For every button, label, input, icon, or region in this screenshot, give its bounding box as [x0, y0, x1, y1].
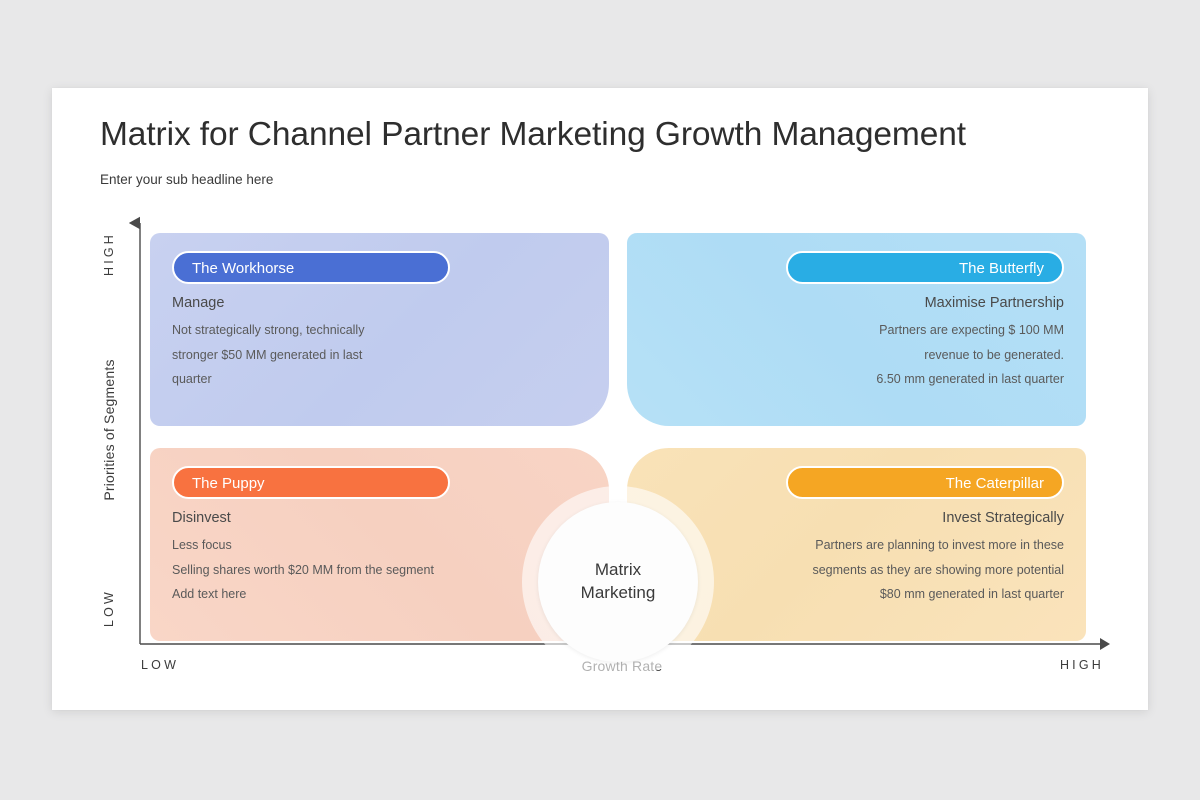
y-axis-title: Priorities of Segments	[101, 359, 117, 501]
quadrant-body-line: Selling shares worth $20 MM from the seg…	[172, 562, 434, 577]
quadrant-body-line: $80 mm generated in last quarter	[879, 586, 1064, 601]
page-title: Matrix for Channel Partner Marketing Gro…	[100, 116, 966, 153]
quadrant-grid: The Workhorse Manage Not strategically s…	[150, 233, 1086, 678]
quadrant-label-puppy[interactable]: The Puppy	[172, 466, 450, 499]
quadrant-label-butterfly[interactable]: The Butterfly	[786, 251, 1064, 284]
y-axis-high-label: HIGH	[102, 231, 116, 277]
quadrant-action-caterpillar: Invest Strategically	[942, 510, 1064, 526]
quadrant-top-right[interactable]: The Butterfly Maximise Partnership Partn…	[627, 233, 1086, 426]
y-axis-labels: HIGH Priorities of Segments LOW	[94, 218, 124, 638]
x-axis-low-label: LOW	[141, 658, 180, 672]
quadrant-body-line: revenue to be generated.	[924, 347, 1064, 362]
matrix-chart: HIGH Priorities of Segments LOW LOW Grow…	[52, 88, 1148, 710]
quadrant-top-left[interactable]: The Workhorse Manage Not strategically s…	[150, 233, 609, 426]
quadrant-body-line: segments as they are showing more potent…	[812, 562, 1064, 577]
quadrant-body-caterpillar: Partners are planning to invest more in …	[649, 533, 1064, 606]
quadrant-body-line: Less focus	[172, 538, 232, 553]
quadrant-body-line: 6.50 mm generated in last quarter	[876, 371, 1064, 386]
quadrant-body-line: Not strategically strong, technically	[172, 323, 365, 338]
quadrant-body-butterfly: Partners are expecting $ 100 MM revenue …	[649, 318, 1064, 391]
quadrant-action-workhorse: Manage	[172, 295, 225, 311]
quadrant-body-workhorse: Not strategically strong, technically st…	[172, 318, 587, 391]
quadrant-body-line: stronger $50 MM generated in last	[172, 347, 363, 362]
quadrant-body-line: Partners are expecting $ 100 MM	[879, 323, 1064, 338]
center-hub-disc: Matrix Marketing	[538, 502, 698, 662]
slide-card: Matrix for Channel Partner Marketing Gro…	[52, 88, 1148, 710]
x-axis-high-label: HIGH	[1059, 658, 1104, 672]
center-hub: Matrix Marketing	[522, 486, 714, 678]
center-hub-label: Matrix Marketing	[580, 560, 656, 602]
quadrant-body-line: Partners are planning to invest more in …	[815, 538, 1064, 553]
quadrant-action-butterfly: Maximise Partnership	[924, 295, 1064, 311]
page-subtitle: Enter your sub headline here	[100, 172, 274, 187]
quadrant-body-line: quarter	[172, 371, 212, 386]
quadrant-label-workhorse[interactable]: The Workhorse	[172, 251, 450, 284]
quadrant-action-puppy: Disinvest	[172, 510, 231, 526]
quadrant-body-line: Add text here	[172, 586, 247, 601]
quadrant-label-caterpillar[interactable]: The Caterpillar	[786, 466, 1064, 499]
y-axis-low-label: LOW	[102, 588, 116, 628]
quadrant-body-puppy: Less focus Selling shares worth $20 MM f…	[172, 533, 587, 606]
